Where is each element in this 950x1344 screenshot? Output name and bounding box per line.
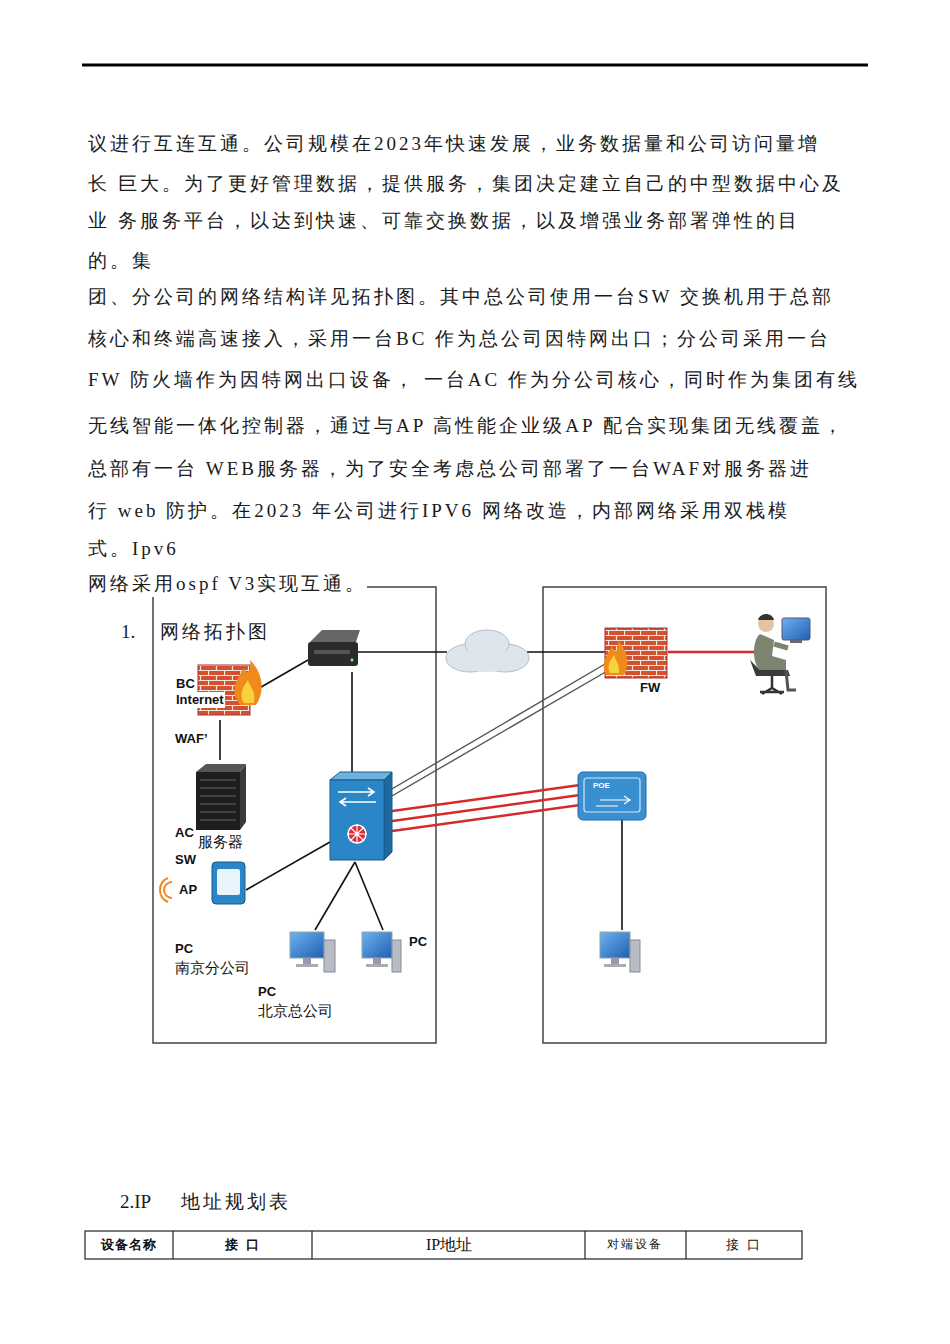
- device-label: FW: [639, 680, 661, 696]
- firewall-node: BCInternet: [172, 676, 268, 720]
- header-rule: [82, 64, 868, 67]
- device-label: WAF’: [175, 731, 208, 748]
- pc-icon: [600, 932, 640, 972]
- wires: [246, 652, 622, 930]
- body-text-line: 核心和终端高速接入，采用一台BC 作为总公司因特网出口；分公司采用一台: [88, 327, 831, 352]
- device-label: PC: [175, 941, 193, 958]
- body-text-line: 总部有一台 WEB服务器，为了安全考虑总公司部署了一台WAF对服务器进: [88, 457, 812, 482]
- section-heading: 地址规划表: [181, 1190, 291, 1215]
- site-label: 北京总公司: [258, 1001, 333, 1021]
- body-text-line: 式。Ipv6: [88, 537, 179, 562]
- poe-switch-icon: [578, 772, 646, 820]
- body-text-line: 无线智能一体化控制器，通过与AP 高性能企业级AP 配合实现集团无线覆盖，: [88, 414, 845, 439]
- body-text-line: 长 巨大。为了更好管理数据，提供服务，集团决定建立自己的中型数据中心及: [88, 172, 844, 197]
- access-point-node: AP: [174, 880, 246, 902]
- section-number: 2.IP: [120, 1190, 151, 1215]
- region-frame: [153, 587, 436, 1043]
- body-text-line: 的。集: [88, 249, 154, 274]
- uplink-wires: [385, 664, 609, 800]
- device-label: AC: [175, 825, 194, 842]
- internet-cloud: [446, 630, 529, 672]
- access-point-icon: [160, 862, 245, 904]
- remote-user-icon: [750, 614, 810, 694]
- device-label: SW: [175, 852, 196, 869]
- pc-icon: [362, 932, 401, 972]
- body-text-line: 团、分公司的网络结构详见拓扑图。其中总公司使用一台SW 交换机用于总部: [88, 285, 834, 310]
- table-header-cell: IP地址: [426, 1235, 472, 1256]
- connectors: [220, 720, 221, 760]
- device-label: Internet: [175, 692, 225, 708]
- region-frame: [543, 587, 826, 1043]
- pc-node: PC: [406, 934, 434, 952]
- trunk-wires: [385, 652, 757, 832]
- table-header-cell: 对端设备: [607, 1237, 663, 1253]
- router-icon: [308, 630, 360, 666]
- body-text-line: 网络采用ospf V3实现互通。: [88, 572, 367, 597]
- body-text-line: 业 务服务平台，以达到快速、可靠交换数据，以及增强业务部署弹性的目: [88, 209, 800, 234]
- device-label: PC: [408, 934, 428, 950]
- firewall-node: FW: [636, 680, 672, 698]
- pc-icon: [290, 932, 335, 972]
- network-link: [219, 720, 221, 760]
- body-text-line: 行 web 防护。在2023 年公司进行IPV6 网络改造，内部网络采用双栈模: [88, 499, 790, 524]
- device-label: 服务器: [197, 834, 244, 850]
- section-heading: 网络拓扑图: [160, 620, 270, 645]
- table-grid: [85, 1231, 802, 1259]
- table-header-cell: 接 口: [225, 1237, 260, 1254]
- site-label: 南京分公司: [175, 958, 250, 978]
- table-header-cell: 设备名称: [101, 1237, 157, 1254]
- table-header-cell: 接 口: [726, 1237, 761, 1254]
- firewall-icon: [604, 628, 667, 678]
- section-number: 1.: [121, 620, 135, 645]
- body-text-line: FW 防火墙作为因特网出口设备， 一台AC 作为分公司核心，同时作为集团有线: [88, 368, 860, 393]
- device-label: BC: [175, 676, 196, 692]
- device-label: PC: [258, 984, 276, 1001]
- server-icon: [196, 764, 246, 830]
- icon-text: POE: [593, 781, 610, 791]
- core-switch-icon: [330, 772, 392, 860]
- body-text-line: 议进行互连互通。公司规模在2023年快速发展，业务数据量和公司访问量增: [88, 132, 820, 157]
- device-label: AP: [178, 882, 198, 898]
